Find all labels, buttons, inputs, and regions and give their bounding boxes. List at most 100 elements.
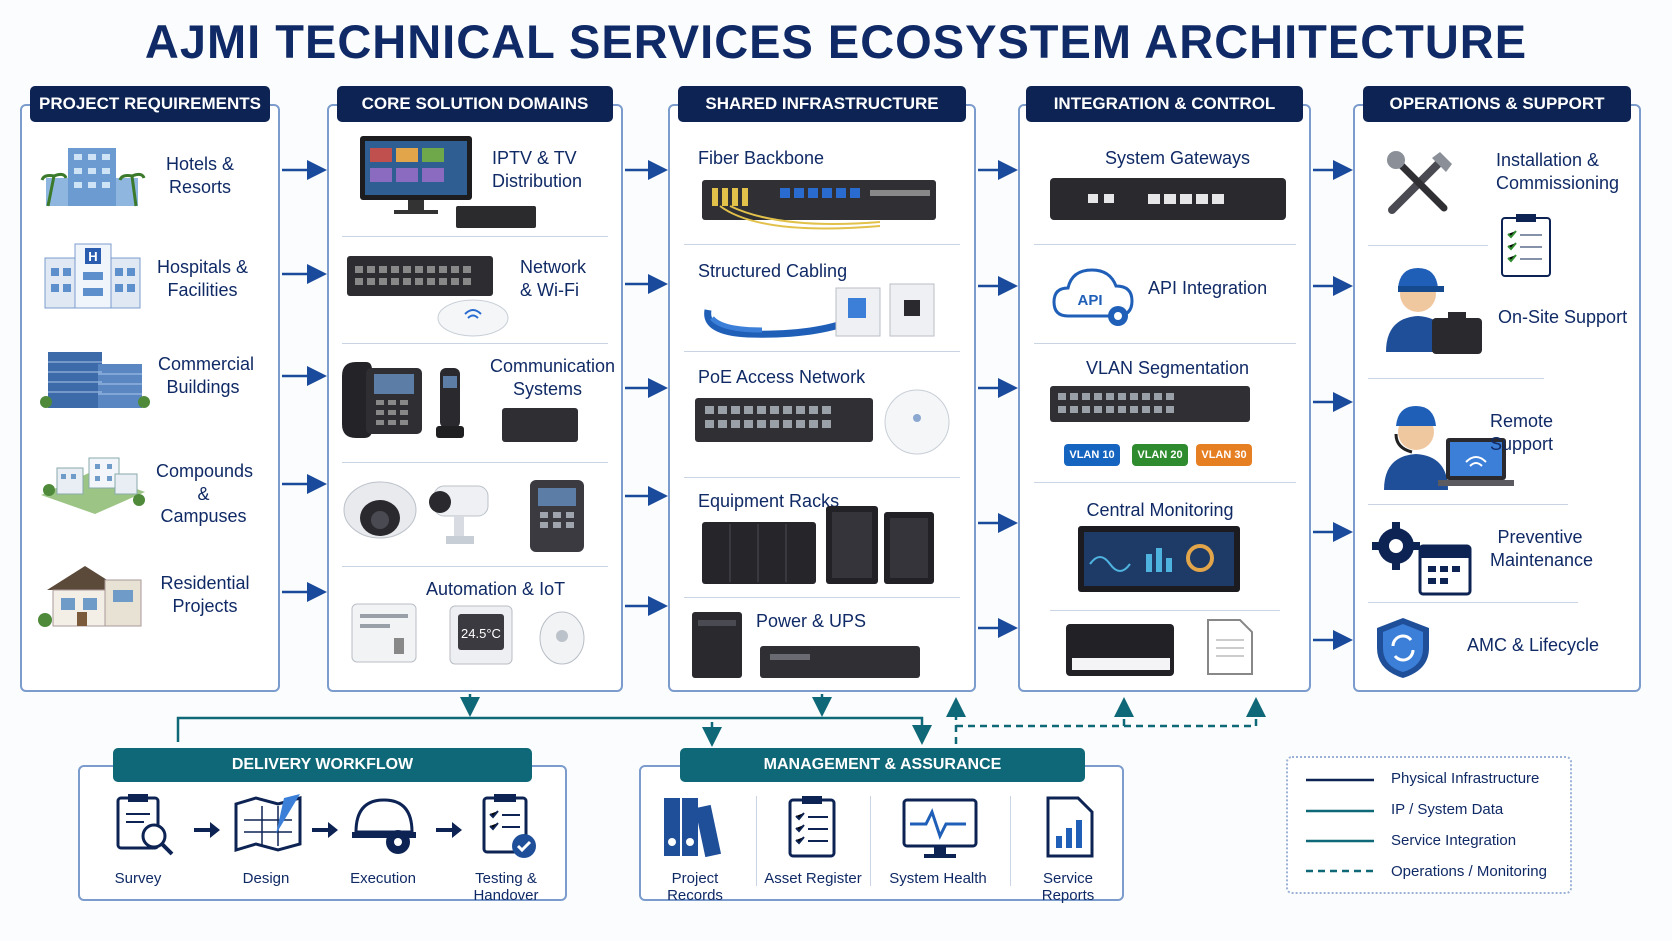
asset-register-icon bbox=[788, 796, 836, 858]
mgmt-item-system-health: System Health bbox=[889, 870, 987, 887]
project-item-hospitals: Hospitals & Facilities bbox=[156, 257, 249, 300]
integration-item-monitoring: Central Monitoring bbox=[1086, 500, 1234, 520]
divider bbox=[756, 796, 757, 886]
delivery-workflow-header: DELIVERY WORKFLOW bbox=[113, 748, 532, 782]
ops-item-installation: Installation & Commissioning bbox=[1496, 150, 1620, 193]
cctv-camera-icon bbox=[343, 480, 584, 552]
infra-item-fiber: Fiber Backbone bbox=[698, 148, 825, 168]
svg-text:H: H bbox=[88, 249, 97, 264]
mgmt-item-project-records: Project Records bbox=[667, 870, 723, 904]
infra-item-cabling: Structured Cabling bbox=[698, 261, 848, 281]
ip-phone-icon bbox=[342, 362, 578, 442]
divider bbox=[684, 477, 960, 478]
execution-hardhat-icon bbox=[352, 798, 416, 854]
divider bbox=[1050, 610, 1280, 611]
page-title: AJMI TECHNICAL SERVICES ECOSYSTEM ARCHIT… bbox=[144, 15, 1528, 68]
ops-item-amc: AMC & Lifecycle bbox=[1467, 635, 1600, 655]
api-cloud-icon: API bbox=[1052, 268, 1134, 326]
divider bbox=[1368, 378, 1544, 379]
legend-physical: Physical Infrastructure bbox=[1391, 770, 1540, 787]
infra-item-power: Power & UPS bbox=[756, 611, 867, 631]
workflow-step-survey: Survey bbox=[114, 870, 162, 887]
infra-item-poe: PoE Access Network bbox=[698, 367, 866, 387]
divider bbox=[342, 566, 608, 567]
survey-icon bbox=[116, 794, 174, 856]
divider bbox=[1034, 482, 1296, 483]
ethernet-cable-icon bbox=[704, 283, 935, 338]
ops-item-onsite: On-Site Support bbox=[1498, 307, 1628, 327]
ups-icon bbox=[692, 612, 920, 678]
infra-item-racks: Equipment Racks bbox=[698, 491, 840, 511]
project-item-hotels: Hotels & Resorts bbox=[165, 154, 235, 197]
legend-operations: Operations / Monitoring bbox=[1391, 863, 1547, 880]
tv-icon bbox=[360, 136, 536, 228]
gear-calendar-icon bbox=[1372, 522, 1472, 596]
divider bbox=[1034, 343, 1296, 344]
divider bbox=[684, 597, 960, 598]
hospital-building-icon: H bbox=[44, 243, 141, 309]
integration-item-vlan: VLAN Segmentation bbox=[1085, 358, 1250, 378]
integration-item-gateways: System Gateways bbox=[1104, 148, 1251, 168]
mgmt-item-service-reports: Service Reports bbox=[1041, 870, 1095, 904]
network-switch-icon bbox=[347, 256, 509, 337]
core-solution-domains-header: CORE SOLUTION DOMAINS bbox=[337, 86, 613, 122]
legend-ip-data: IP / System Data bbox=[1391, 801, 1504, 818]
project-item-commercial: Commercial Buildings bbox=[158, 354, 255, 397]
domain-item-iptv: IPTV & TV Distribution bbox=[492, 148, 583, 191]
campus-icon bbox=[41, 457, 145, 514]
checklist-icon bbox=[1501, 214, 1551, 277]
shield-refresh-icon bbox=[1377, 618, 1429, 678]
system-health-icon bbox=[902, 798, 978, 858]
hotel-building-icon bbox=[40, 148, 146, 207]
divider bbox=[684, 244, 960, 245]
domain-item-network: Network & Wi-Fi bbox=[520, 257, 587, 300]
fiber-patch-panel-icon bbox=[702, 180, 936, 230]
office-building-icon bbox=[40, 352, 150, 408]
mgmt-item-asset-register: Asset Register bbox=[764, 870, 862, 887]
divider bbox=[1034, 244, 1296, 245]
project-requirements-header: PROJECT REQUIREMENTS bbox=[30, 86, 270, 122]
ops-item-remote: Remote Support bbox=[1490, 411, 1554, 454]
dashboard-monitor-icon bbox=[1078, 526, 1240, 592]
gateway-icon bbox=[1050, 178, 1286, 220]
server-rack-icon bbox=[702, 506, 934, 584]
divider bbox=[1368, 602, 1578, 603]
headset-laptop-icon bbox=[1384, 406, 1514, 490]
divider bbox=[1010, 796, 1011, 886]
ops-item-preventive: Preventive Maintenance bbox=[1490, 527, 1594, 570]
divider bbox=[342, 343, 608, 344]
divider bbox=[870, 796, 871, 886]
svg-text:24.5°C: 24.5°C bbox=[461, 626, 501, 641]
divider bbox=[684, 351, 960, 352]
thermostat-icon: 24.5°C bbox=[351, 603, 585, 665]
technician-icon bbox=[1386, 268, 1482, 354]
service-reports-icon bbox=[1046, 796, 1094, 858]
testing-clipboard-icon bbox=[482, 794, 536, 858]
tools-icon bbox=[1387, 151, 1452, 214]
management-assurance-header: MANAGEMENT & ASSURANCE bbox=[680, 748, 1085, 782]
integration-control-header: INTEGRATION & CONTROL bbox=[1026, 86, 1303, 122]
binders-icon bbox=[664, 798, 722, 858]
workflow-step-testing: Testing & Handover bbox=[473, 870, 539, 904]
workflow-step-design: Design bbox=[242, 870, 290, 887]
design-blueprint-icon bbox=[234, 794, 302, 853]
project-item-residential: Residential Projects bbox=[160, 573, 250, 616]
shared-infrastructure-header: SHARED INFRASTRUCTURE bbox=[678, 86, 966, 122]
house-icon bbox=[38, 566, 142, 627]
vlan-30-badge: VLAN 30 bbox=[1196, 444, 1252, 466]
divider bbox=[1368, 245, 1488, 246]
vlan-20-badge: VLAN 20 bbox=[1132, 444, 1188, 466]
legend-lines bbox=[1306, 778, 1374, 873]
workflow-step-execution: Execution bbox=[350, 870, 416, 887]
integration-item-api: API Integration bbox=[1148, 278, 1268, 298]
divider bbox=[342, 236, 608, 237]
vlan-switch-icon bbox=[1050, 386, 1250, 422]
poe-switch-icon bbox=[695, 389, 950, 455]
vlan-10-badge: VLAN 10 bbox=[1064, 444, 1120, 466]
divider bbox=[342, 462, 608, 463]
domain-item-communication: Communication Systems bbox=[490, 356, 616, 399]
operations-support-header: OPERATIONS & SUPPORT bbox=[1363, 86, 1631, 122]
documents-icon bbox=[1066, 619, 1253, 676]
legend-service-integration: Service Integration bbox=[1391, 832, 1517, 849]
